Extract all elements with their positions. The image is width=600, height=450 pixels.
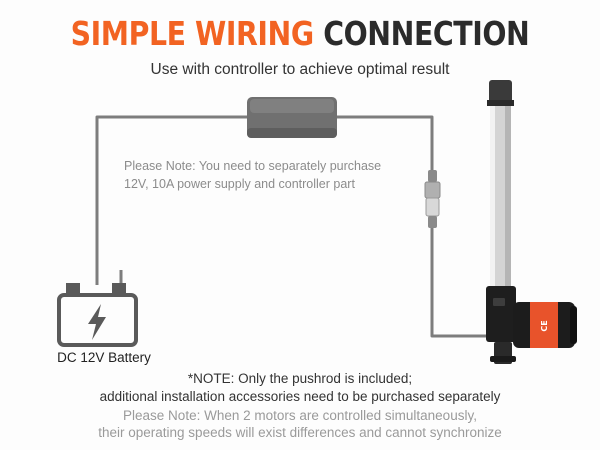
battery bbox=[57, 283, 138, 347]
sync-note-line-1: Please Note: When 2 motors are controlle… bbox=[123, 408, 477, 423]
wire-connector-to-actuator bbox=[430, 228, 488, 338]
sync-note: Please Note: When 2 motors are controlle… bbox=[0, 407, 600, 441]
motor-label-text: CE bbox=[540, 320, 549, 331]
power-supply-adapter bbox=[247, 97, 337, 138]
page-title: SIMPLE WIRING CONNECTION bbox=[42, 14, 558, 54]
purchase-note: Please Note: You need to separately purc… bbox=[124, 157, 444, 193]
pushrod-note: *NOTE: Only the pushrod is included; add… bbox=[0, 370, 600, 406]
battery-label: DC 12V Battery bbox=[57, 350, 151, 365]
inline-connector bbox=[424, 170, 441, 228]
purchase-note-line-1: Please Note: You need to separately purc… bbox=[124, 159, 382, 173]
actuator-rod bbox=[489, 80, 512, 106]
page-subtitle: Use with controller to achieve optimal r… bbox=[150, 61, 450, 78]
lightning-bolt-icon bbox=[88, 304, 106, 340]
actuator-gearbox bbox=[486, 286, 516, 342]
motor-label-plate bbox=[530, 302, 558, 348]
page-title-main: CONNECTION bbox=[323, 14, 530, 53]
purchase-note-line-2: 12V, 10A power supply and controller par… bbox=[124, 177, 355, 191]
page-title-accent: SIMPLE WIRING bbox=[70, 14, 315, 53]
pushrod-note-line-2: additional installation accessories need… bbox=[99, 389, 501, 404]
pushrod-note-line-1: *NOTE: Only the pushrod is included; bbox=[187, 371, 413, 386]
sync-note-line-2: their operating speeds will exist differ… bbox=[98, 425, 502, 440]
wire-battery-to-supply bbox=[95, 115, 249, 285]
wire-group bbox=[95, 115, 488, 338]
wire-supply-to-connector bbox=[335, 115, 434, 172]
linear-actuator: CE bbox=[486, 80, 577, 364]
